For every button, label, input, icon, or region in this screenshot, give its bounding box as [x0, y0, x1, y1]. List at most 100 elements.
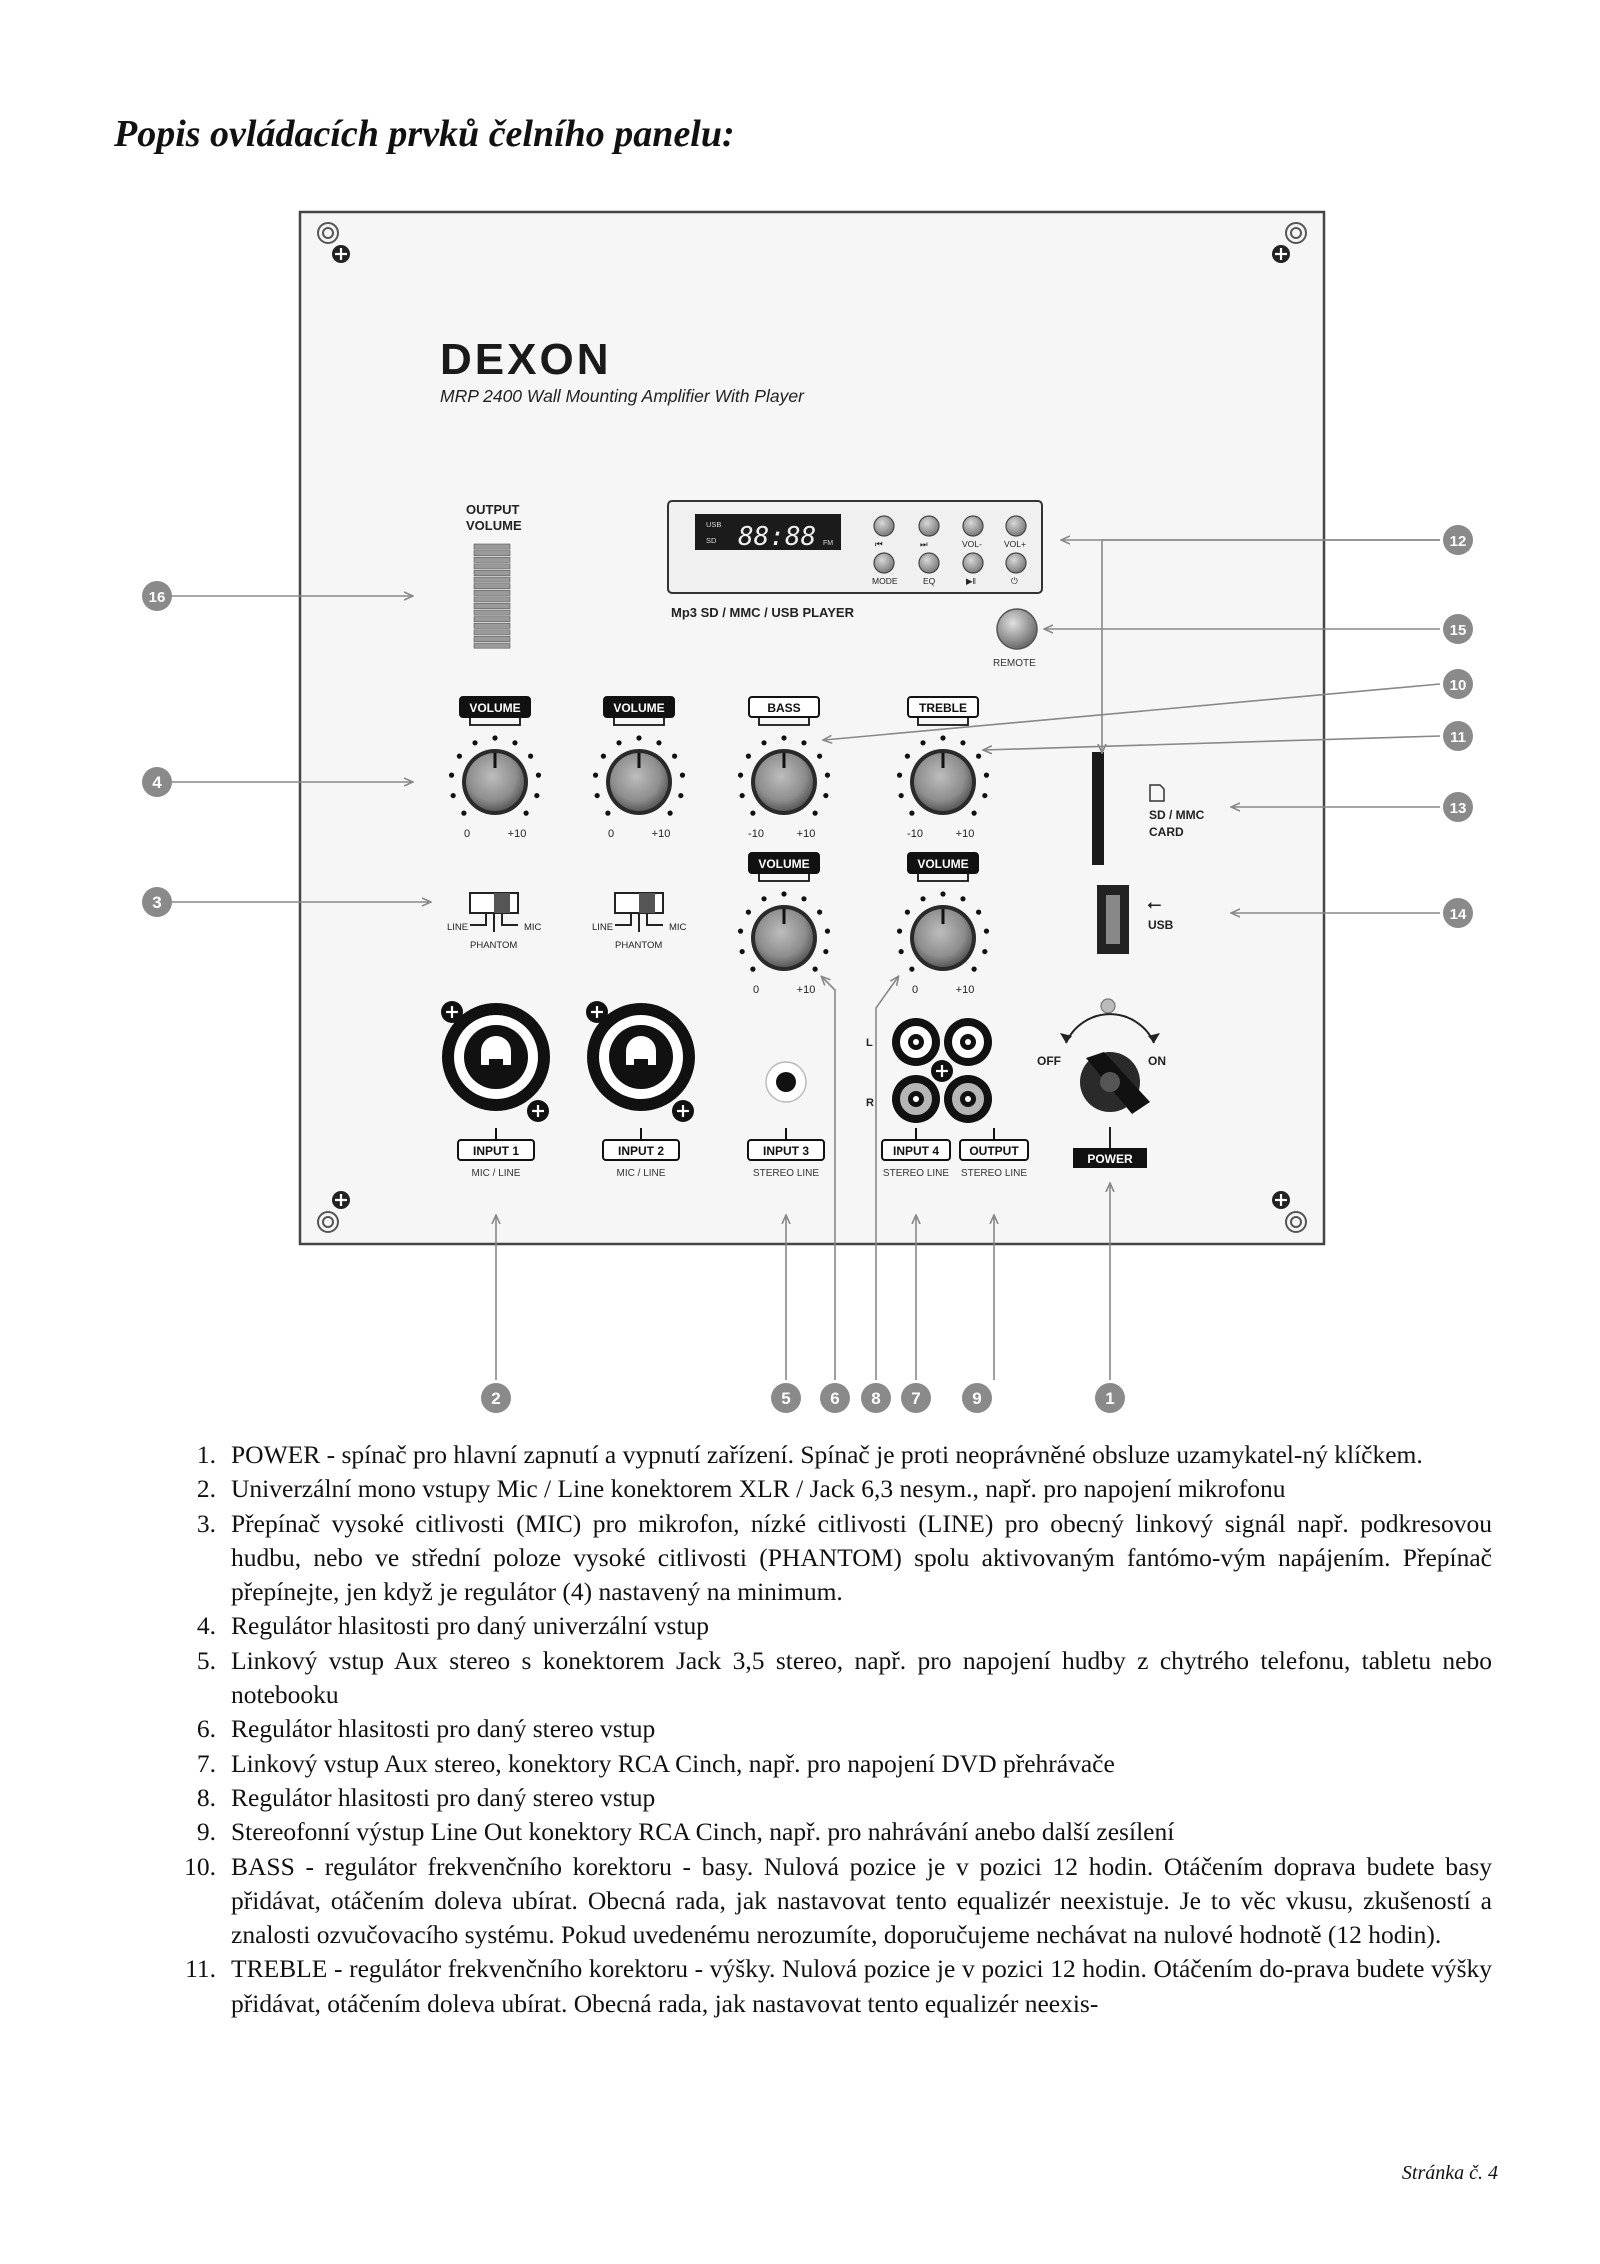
meter-segment [473, 642, 511, 649]
prev-button[interactable] [873, 515, 895, 537]
meter-segment [473, 550, 511, 557]
item-text: Univerzální mono vstupy Mic / Line konek… [231, 1474, 1286, 1504]
player-buttons [873, 515, 1027, 574]
input4-rca-right[interactable] [892, 1075, 940, 1123]
output-rca-left[interactable] [944, 1018, 992, 1066]
player-title: Mp3 SD / MMC / USB PLAYER [671, 605, 855, 620]
next-button[interactable] [918, 515, 940, 537]
meter-segment [473, 609, 511, 616]
input3-volume-knob[interactable]: 0+10 [737, 891, 831, 996]
mode-button[interactable] [873, 552, 895, 574]
item-text: Přepínač vysoké citlivosti (MIC) pro mik… [231, 1508, 1492, 1607]
description-item: 7.Linkový vstup Aux stereo, konektory RC… [170, 1747, 1492, 1781]
prev-icon: ⏮ [875, 539, 883, 549]
knob-tag [907, 696, 979, 718]
input2-volume-knob[interactable]: 0+10 [592, 735, 686, 840]
knob-tag [907, 852, 979, 874]
power-on-label: ON [1148, 1054, 1166, 1068]
meter-segment [473, 543, 511, 550]
rca-jacks [892, 1018, 992, 1123]
sd-card-slot[interactable] [1092, 752, 1104, 865]
callout-4: 4 [142, 767, 172, 797]
knob-scale-max: +10 [508, 828, 527, 840]
description-item: 11. TREBLE - regulátor frekvenčního korek… [170, 1952, 1492, 2021]
item-number: 6. [196, 1714, 216, 1744]
bass-knob[interactable]: -10+10 [737, 735, 831, 840]
sd-card-label-1: SD / MMC [1149, 808, 1205, 822]
meter-segment [473, 589, 511, 596]
input-label-box [602, 1139, 680, 1161]
input4-rca-left[interactable] [892, 1018, 940, 1066]
vol-minus-button[interactable] [962, 515, 984, 537]
input-label: INPUT 4 [893, 1144, 939, 1158]
item-number: 11. [185, 1954, 216, 1984]
item-number: 8. [196, 1782, 216, 1812]
next-icon: ⏭ [920, 539, 928, 549]
eq-button[interactable] [918, 552, 940, 574]
knob-scale-max: +10 [956, 984, 975, 996]
item-number: 9. [196, 1817, 216, 1847]
svg-text:8: 8 [871, 1389, 880, 1408]
item-text: Linkový vstup Aux stereo, konektory RCA … [231, 1748, 1115, 1778]
meter-segment [473, 603, 511, 609]
item-number: 3. [196, 1508, 216, 1538]
display-digits: 88:88 [738, 522, 816, 552]
callout-13: 13 [1443, 792, 1473, 822]
item-number: 10. [184, 1851, 216, 1881]
brand-logo: DEXON [440, 335, 611, 384]
knob-scale-min: 0 [608, 828, 614, 840]
item-number: 4. [196, 1611, 216, 1641]
treble-knob[interactable]: -10 +10 [896, 735, 990, 840]
item-text: TREBLE - regulátor frekvenčního korektor… [231, 1954, 1492, 2018]
play-pause-button[interactable] [962, 552, 984, 574]
switch2-phantom-label: PHANTOM [615, 940, 662, 951]
knob-tag-label: VOLUME [469, 701, 520, 715]
item-text: BASS - regulátor frekvenčního korektoru … [231, 1851, 1492, 1950]
item-number: 5. [196, 1645, 216, 1675]
input-label: INPUT 2 [618, 1144, 664, 1158]
svg-text:4: 4 [152, 773, 162, 792]
play-pause-icon: ▶‖ [966, 576, 976, 586]
svg-text:10: 10 [1450, 677, 1467, 694]
sensitivity-switch-1[interactable] [469, 892, 519, 932]
mounting-holes [317, 222, 1307, 1233]
svg-text:12: 12 [1450, 533, 1467, 550]
knob-tag [748, 696, 820, 718]
input-sublabel: MIC / LINE [617, 1168, 666, 1179]
input-label-box [747, 1139, 825, 1161]
knob-scale-min: -10 [907, 828, 923, 840]
input-label-box [457, 1139, 535, 1161]
svg-text:3: 3 [152, 893, 161, 912]
input-label-box [959, 1139, 1029, 1161]
input4-volume-knob[interactable]: 0+10 [896, 891, 990, 996]
usb-label: USB [1148, 918, 1174, 932]
leader-8 [875, 977, 898, 1380]
knob-scale-max: +10 [956, 828, 975, 840]
description-list: 1.POWER - spínač pro hlavní zapnutí a vy… [170, 1438, 1492, 2021]
svg-text:11: 11 [1450, 729, 1466, 746]
svg-text:13: 13 [1450, 800, 1467, 817]
callout-leaders [170, 540, 1441, 1380]
input3-aux-jack[interactable] [765, 1061, 807, 1103]
output-rca-right[interactable] [944, 1075, 992, 1123]
input2-combo-jack[interactable] [587, 1003, 695, 1111]
display-sd-indicator: SD [706, 536, 717, 545]
vol-plus-button[interactable] [1005, 515, 1027, 537]
power-label-box [1073, 1148, 1147, 1168]
input1-combo-jack[interactable] [442, 1003, 550, 1111]
mode-label: MODE [872, 576, 898, 586]
sensitivity-switch-2[interactable] [614, 892, 664, 932]
power-key-switch[interactable] [1080, 1052, 1150, 1114]
output-volume-label-1: OUTPUT [466, 502, 520, 517]
item-text: POWER - spínač pro hlavní zapnutí a vypn… [231, 1440, 1423, 1469]
item-text: Linkový vstup Aux stereo s konektorem Ja… [231, 1645, 1492, 1710]
description-item: 5. Linkový vstup Aux stereo s konektorem … [170, 1644, 1492, 1713]
meter-segment [473, 616, 511, 623]
input1-volume-knob[interactable]: 0+10 [448, 735, 542, 840]
output-volume-label-2: VOLUME [466, 518, 522, 533]
input-sublabel: STEREO LINE [753, 1168, 819, 1179]
item-text: Regulátor hlasitosti pro daný univerzáln… [231, 1611, 710, 1641]
standby-button[interactable] [1005, 552, 1027, 574]
